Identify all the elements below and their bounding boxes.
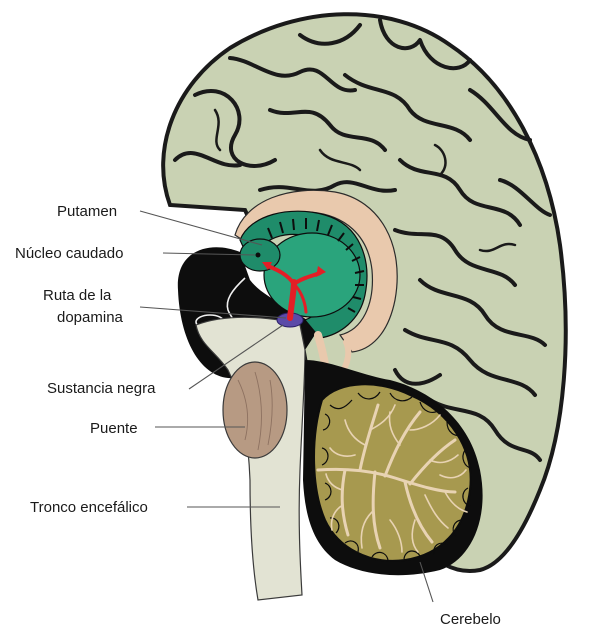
label-puente: Puente <box>90 420 138 437</box>
label-ruta-dopamina-line1: Ruta de la <box>43 287 112 304</box>
label-ruta-dopamina-line2: dopamina <box>57 309 124 326</box>
pons <box>223 362 287 458</box>
label-cerebelo: Cerebelo <box>440 611 501 628</box>
label-nucleo-caudado: Núcleo caudado <box>15 245 123 262</box>
label-putamen: Putamen <box>57 203 117 220</box>
label-tronco-encefalico: Tronco encefálico <box>30 499 148 516</box>
label-sustancia-negra: Sustancia negra <box>47 380 156 397</box>
